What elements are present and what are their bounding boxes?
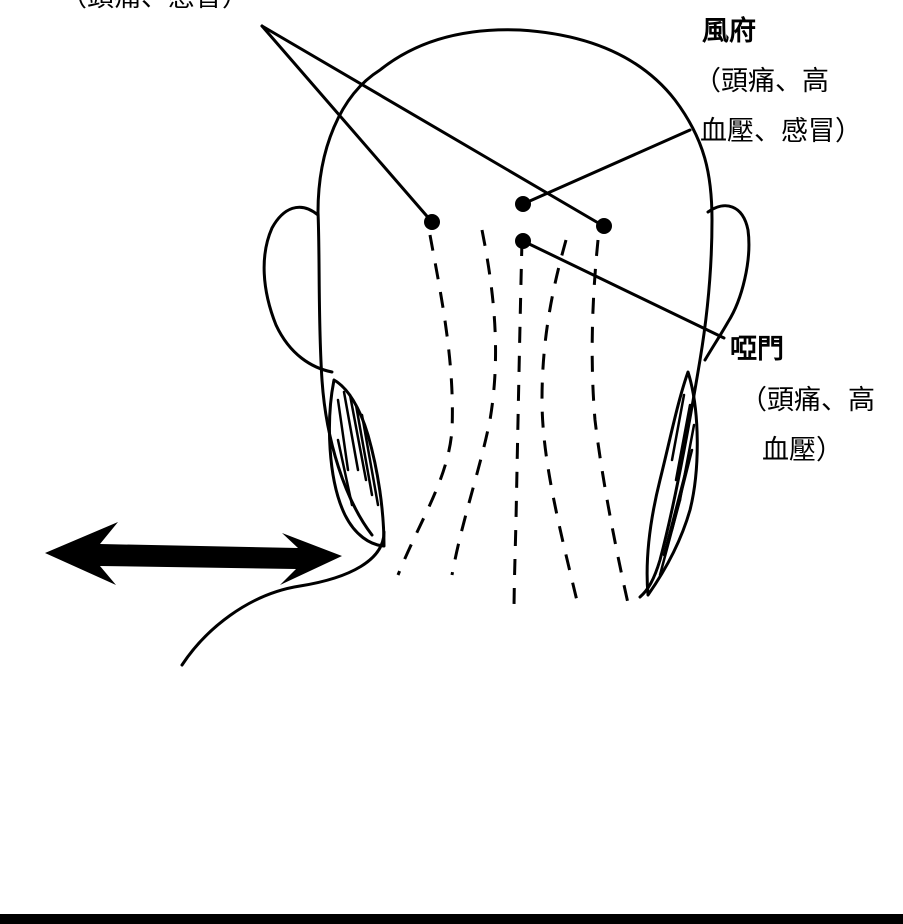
pointer-left-to-right-point (260, 24, 602, 226)
pointer-left-to-fengchi (260, 24, 434, 224)
neck-left-outline (316, 210, 374, 537)
muscle-hatching (336, 390, 696, 577)
left-ear (262, 205, 334, 374)
pointer-yamen (521, 239, 726, 340)
label-fengfu-title: 風府 (702, 16, 756, 47)
acupoint-yamen (515, 233, 531, 249)
acupoint-right-fengchi (596, 218, 612, 234)
bottom-rule (0, 914, 903, 924)
right-trapezius (645, 370, 699, 597)
acupoints (424, 196, 612, 249)
shoulder-outline (180, 530, 386, 667)
acupoint-left-fengchi (424, 214, 440, 230)
double-arrow (45, 522, 342, 585)
neck-muscle-dashes (396, 229, 632, 613)
right-ear (703, 204, 751, 362)
label-yamen-line1: （頭痛、高 (740, 385, 875, 416)
label-fengfu-line2: 血壓、感冒） (700, 116, 862, 147)
label-yamen-line2: 血壓） (762, 435, 843, 466)
label-top-left-partial: （頭痛、感冒） (60, 0, 249, 11)
label-fengfu-line1: （頭痛、高 (694, 66, 829, 97)
pointer-lines (260, 24, 726, 340)
acupoint-fengfu (515, 196, 531, 212)
head-outline (316, 28, 714, 599)
pointer-fengfu (521, 128, 692, 206)
label-yamen-title: 啞門 (730, 334, 784, 365)
